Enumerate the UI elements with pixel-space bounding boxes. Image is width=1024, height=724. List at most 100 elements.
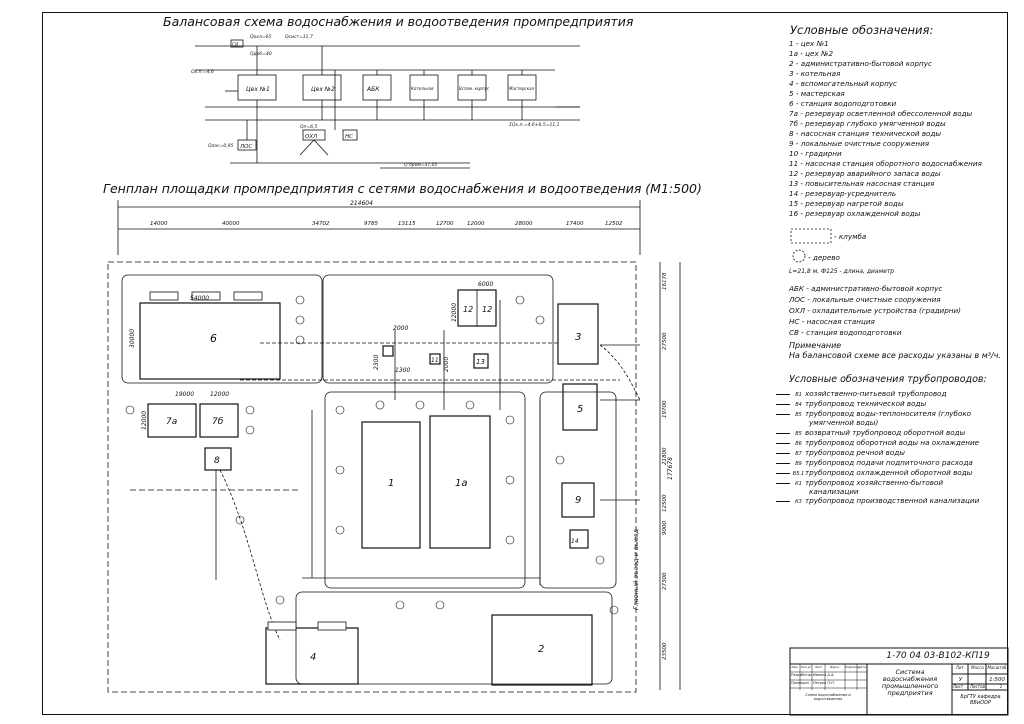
tb-sheet-lbl: Лист xyxy=(953,684,964,689)
pipe-legend-row-cont: канализации xyxy=(809,487,859,496)
ceh1-label: Цех №1 xyxy=(246,86,270,93)
dim-top-7: 28000 xyxy=(515,221,533,227)
legend-item: 14 - резервуар-усреднитель xyxy=(789,189,897,198)
building-5 xyxy=(562,383,598,431)
tb-col: №док. xyxy=(830,665,840,669)
legend-item: 10 - градирни xyxy=(789,149,842,158)
bld6-dim-h: 30000 xyxy=(129,329,136,348)
dim-2300: 2300 xyxy=(373,355,380,370)
main-entrance-label: Главный въезд и выезд xyxy=(632,529,640,610)
bld1-num: 1 xyxy=(388,478,394,489)
legend-item: 3 - котельная xyxy=(789,69,841,78)
dim-top-3: 9785 xyxy=(364,221,378,227)
building-10 xyxy=(382,345,394,357)
building-2 xyxy=(491,614,593,686)
building-9 xyxy=(561,482,595,518)
tree-label: - дерево xyxy=(808,253,840,262)
tb-person: Петров П.П. xyxy=(813,681,835,685)
dim-right-4: 12500 xyxy=(662,494,668,512)
klumba-label: - клумба xyxy=(834,232,867,241)
note-text: На балансовой схеме все расходы указаны … xyxy=(789,351,1001,360)
building-14 xyxy=(569,529,589,549)
dim-top-8: 17400 xyxy=(566,221,584,227)
ns-box xyxy=(342,129,358,141)
legend-item: 8 - насосная станция технической воды xyxy=(789,129,942,138)
tb-lit-header: Лит. xyxy=(955,665,966,670)
dim-top-6: 12000 xyxy=(467,221,485,227)
dim-top-4: 13115 xyxy=(398,221,416,227)
balance-scheme-title: Балансовая схема водоснабжения и водоотв… xyxy=(163,14,634,29)
abk-label: АБК xyxy=(366,86,380,93)
kotel-label: Котельная xyxy=(411,86,434,91)
building-1a xyxy=(429,415,491,549)
bld7-dim-b: 12000 xyxy=(210,391,229,398)
klumba-symbol xyxy=(790,228,832,244)
dim-right-5: 9000 xyxy=(662,521,668,535)
legend-item: 2 - административно-бытовой корпус xyxy=(789,59,932,68)
legend-item: 13 - повысительная насосная станция xyxy=(789,179,935,188)
dim-right-2: 19700 xyxy=(662,400,668,418)
tb-sheets-lbl: Листов xyxy=(970,684,985,689)
bld9-num: 9 xyxy=(575,495,581,506)
dim-top-1: 40000 xyxy=(222,221,240,227)
ohl-label: ОХЛ xyxy=(305,134,317,140)
bld14-num: 14 xyxy=(571,538,579,545)
building-3 xyxy=(557,303,599,365)
tb-col: Лист xyxy=(814,665,823,669)
q-los-label: Qлос=0,95 xyxy=(208,143,234,149)
master-label: Мастерская xyxy=(509,86,534,91)
sv-box xyxy=(230,39,244,48)
dim-right-1: 27500 xyxy=(662,332,668,350)
dim-right-6: 27300 xyxy=(662,572,668,590)
building-7a xyxy=(147,403,197,438)
ns-label: НС xyxy=(345,134,353,140)
bld6-num: 6 xyxy=(210,332,217,345)
bld7-dim-a: 19000 xyxy=(175,391,194,398)
abbr-item: ОХЛ - охладительные устройства (градирни… xyxy=(789,306,961,315)
legend-item: 15 - резервуар нагретой воды xyxy=(789,199,904,208)
genplan-title: Генплан площадки промпредприятия с сетям… xyxy=(103,181,702,196)
bld13-num: 13 xyxy=(476,358,485,366)
abbr-item: НС - насосная станция xyxy=(789,317,875,326)
los-label: ЛОС xyxy=(239,144,252,150)
tb-sheet: 1 xyxy=(966,684,970,689)
legend-item: 7а - резервуар осветленной обессоленной … xyxy=(789,109,973,118)
dim-top-9: 12502 xyxy=(605,221,623,227)
dim-6000: 6000 xyxy=(478,281,493,288)
dim-top-5: 12700 xyxy=(436,221,454,227)
q-b-label: Qсист=11,7 xyxy=(285,34,313,40)
drawing-frame xyxy=(42,12,1008,715)
pipe-legend-row-cont: умягченной воды) xyxy=(809,418,879,427)
note-title: Примечание xyxy=(789,341,842,350)
bld3-num: 3 xyxy=(575,332,581,343)
legend-item: 12 - резервуар аварийного запаса воды xyxy=(789,169,941,178)
tb-person: Иванов А.А. xyxy=(813,673,835,677)
drawing-code: 1-70 04 03-В102-КП19 xyxy=(886,651,990,661)
legend-item: 1 - цех №1 xyxy=(789,39,829,48)
bld6-dim-w: 54000 xyxy=(190,295,209,302)
tb-col: Подпись xyxy=(845,665,859,669)
tb-col: Кол.уч xyxy=(800,665,812,669)
building-8 xyxy=(204,447,232,471)
building-7b xyxy=(199,403,239,438)
tb-org: БрГТУ кафедра ВВиООР xyxy=(960,694,1001,706)
tb-stage: У xyxy=(958,677,963,683)
dim-1300: 1300 xyxy=(395,367,410,374)
sv-label: СВ xyxy=(232,42,238,48)
legend-item: 11 - насосная станция оборотного водосна… xyxy=(789,159,982,168)
legend-title: Условные обозначения: xyxy=(790,23,934,37)
tree-note: L=21,8 м, Ф125 - длина, диаметр xyxy=(789,268,895,275)
bld8-num: 8 xyxy=(214,456,220,466)
total-height-label: 177678 xyxy=(667,457,674,480)
building-13 xyxy=(473,353,489,369)
bld12-num-b: 12 xyxy=(482,305,492,314)
dim-2000b: 2000 xyxy=(443,357,450,372)
